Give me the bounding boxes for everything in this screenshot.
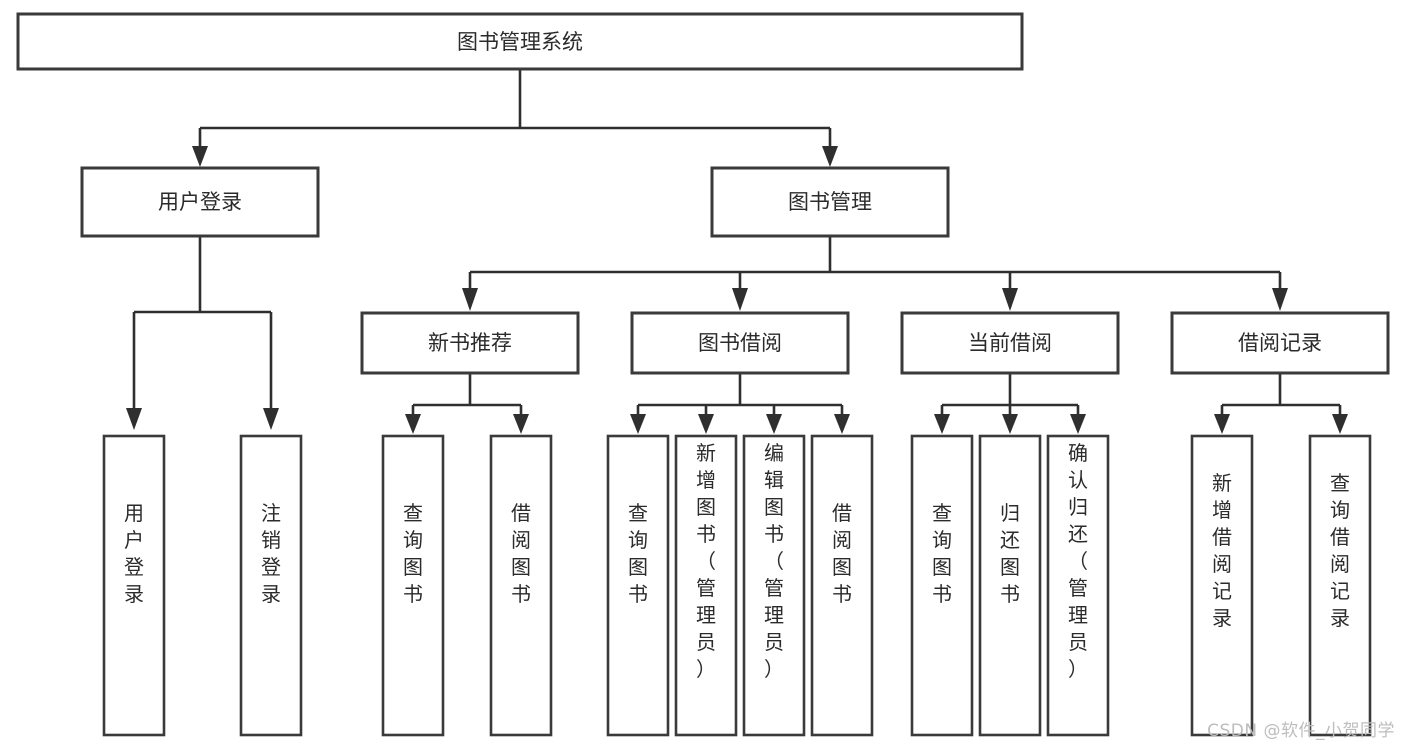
node-borrow-record-box[interactable] <box>1170 311 1390 375</box>
node-leaf-borrow-book-2-box[interactable] <box>810 434 874 737</box>
arrow-bm-to-current-borrow <box>1002 288 1018 311</box>
node-book-manage[interactable]: 图书管理 <box>710 166 950 238</box>
node-leaf-confirm-return[interactable]: 确认归还（管理员） <box>1046 434 1110 737</box>
node-leaf-user-login[interactable]: 用户登录 <box>102 434 166 737</box>
arrow-root-to-book-manage <box>822 146 838 167</box>
arrow-bb-leaf-1 <box>630 414 646 434</box>
node-current-borrow-label: 当前借阅 <box>968 331 1052 355</box>
node-user-login[interactable]: 用户登录 <box>80 166 320 238</box>
arrow-bm-to-book-borrow <box>732 288 748 311</box>
node-leaf-add-record-box[interactable] <box>1190 434 1254 737</box>
node-leaf-borrow-book-1-box[interactable] <box>489 434 553 737</box>
node-leaf-borrow-book-2[interactable]: 借阅图书 <box>810 434 874 737</box>
arrow-cb-leaf-1 <box>934 414 950 434</box>
node-book-borrow-box[interactable] <box>630 311 850 375</box>
node-leaf-query-record[interactable]: 查询借阅记录 <box>1308 434 1372 737</box>
csdn-watermark: CSDN @软件_小贺同学 <box>1207 721 1395 741</box>
node-leaf-query-record-box[interactable] <box>1308 434 1372 737</box>
arrow-br-leaf-1 <box>1214 414 1230 434</box>
node-book-manage-box[interactable] <box>710 166 950 238</box>
node-book-borrow-label: 图书借阅 <box>698 331 782 355</box>
node-borrow-record-label: 借阅记录 <box>1238 331 1322 355</box>
node-leaf-logout[interactable]: 注销登录 <box>239 434 303 737</box>
node-leaf-user-login-box[interactable] <box>102 434 166 737</box>
node-leaf-edit-book-label: 编辑图书（管理员） <box>764 441 784 681</box>
arrow-bb-leaf-2 <box>698 414 714 434</box>
node-leaf-confirm-return-label: 确认归还（管理员） <box>1068 441 1088 681</box>
node-leaf-query-book-1[interactable]: 查询图书 <box>381 434 445 737</box>
node-leaf-return-book-box[interactable] <box>978 434 1042 737</box>
node-leaf-add-record-label: 新增借阅记录 <box>1212 471 1232 630</box>
node-new-book-recommend-box[interactable] <box>360 311 580 375</box>
node-leaf-add-book-label: 新增图书（管理员） <box>696 441 716 681</box>
node-leaf-add-record[interactable]: 新增借阅记录 <box>1190 434 1254 737</box>
node-leaf-query-book-1-box[interactable] <box>381 434 445 737</box>
arrow-nbr-leaf-1 <box>405 414 421 434</box>
node-book-manage-label: 图书管理 <box>788 190 872 214</box>
arrow-root-to-user-login <box>192 146 208 167</box>
node-new-book-recommend-label: 新书推荐 <box>428 331 512 355</box>
node-new-book-recommend[interactable]: 新书推荐 <box>360 311 580 375</box>
node-leaf-query-book-2-label: 查询图书 <box>628 501 648 606</box>
node-leaf-query-book-2-box[interactable] <box>606 434 670 737</box>
node-root-label: 图书管理系统 <box>457 30 583 54</box>
node-leaf-confirm-return-box[interactable] <box>1046 434 1110 737</box>
node-user-login-box[interactable] <box>80 166 320 238</box>
node-book-borrow[interactable]: 图书借阅 <box>630 311 850 375</box>
node-leaf-add-book[interactable]: 新增图书（管理员） <box>674 434 738 737</box>
node-leaf-add-book-box[interactable] <box>674 434 738 737</box>
node-user-login-label: 用户登录 <box>158 190 242 214</box>
node-leaf-query-book-3-label: 查询图书 <box>932 501 952 606</box>
node-leaf-borrow-book-1-label: 借阅图书 <box>511 501 531 606</box>
node-leaf-query-record-label: 查询借阅记录 <box>1330 471 1350 630</box>
node-leaf-borrow-book-2-label: 借阅图书 <box>832 501 852 606</box>
node-leaf-return-book[interactable]: 归还图书 <box>978 434 1042 737</box>
node-leaf-edit-book-box[interactable] <box>742 434 806 737</box>
node-current-borrow[interactable]: 当前借阅 <box>900 311 1120 375</box>
node-current-borrow-box[interactable] <box>900 311 1120 375</box>
node-leaf-query-book-2[interactable]: 查询图书 <box>606 434 670 737</box>
arrow-bm-to-new-book-recommend <box>462 288 478 311</box>
node-borrow-record[interactable]: 借阅记录 <box>1170 311 1390 375</box>
arrow-cb-leaf-3 <box>1070 414 1086 434</box>
node-leaf-edit-book[interactable]: 编辑图书（管理员） <box>742 434 806 737</box>
node-leaf-logout-box[interactable] <box>239 434 303 737</box>
node-leaf-query-book-3[interactable]: 查询图书 <box>910 434 974 737</box>
node-leaf-query-book-1-label: 查询图书 <box>403 501 423 606</box>
arrow-bb-leaf-4 <box>834 414 850 434</box>
arrow-bb-leaf-3 <box>766 414 782 434</box>
arrow-user-login-leaf-2 <box>263 408 279 430</box>
arrow-br-leaf-2 <box>1332 414 1348 434</box>
arrow-cb-leaf-2 <box>1002 414 1018 434</box>
node-root[interactable]: 图书管理系统 <box>16 12 1024 71</box>
arrow-nbr-leaf-2 <box>513 414 529 434</box>
connector-layer <box>126 69 1348 434</box>
node-leaf-query-book-3-box[interactable] <box>910 434 974 737</box>
node-leaf-logout-label: 注销登录 <box>261 501 281 606</box>
node-leaf-borrow-book-1[interactable]: 借阅图书 <box>489 434 553 737</box>
node-leaf-return-book-label: 归还图书 <box>1000 501 1020 606</box>
node-leaf-user-login-label: 用户登录 <box>124 501 144 606</box>
arrow-bm-to-borrow-record <box>1272 288 1288 311</box>
node-root-box[interactable] <box>16 12 1024 71</box>
arrow-user-login-leaf-1 <box>126 408 142 430</box>
